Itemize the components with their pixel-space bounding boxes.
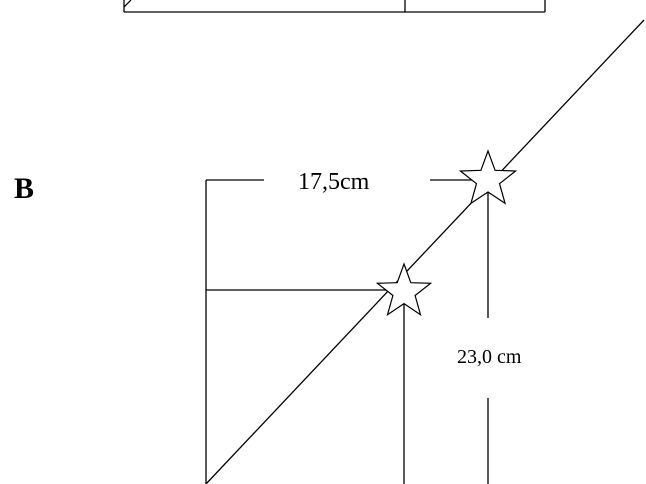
upper-star-icon — [458, 149, 518, 205]
lower-star-icon — [375, 262, 433, 317]
height-label: 23,0 cm — [457, 346, 522, 368]
diagonal-line — [205, 19, 645, 484]
top-box-fragment — [123, 0, 546, 13]
section-label: B — [14, 172, 34, 205]
width-label: 17,5cm — [298, 169, 370, 195]
